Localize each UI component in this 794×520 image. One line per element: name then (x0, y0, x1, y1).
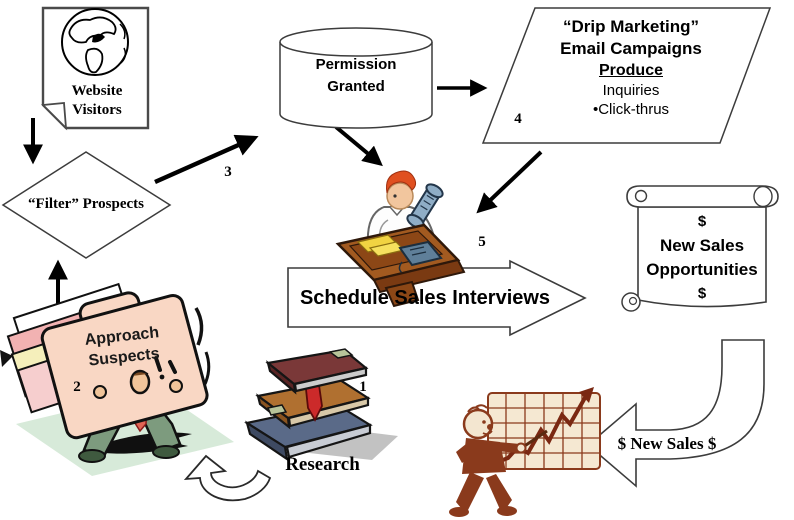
books-stack-icon (244, 348, 398, 462)
globe-icon (61, 8, 129, 76)
drip-line2: Email Campaigns (560, 39, 702, 58)
filter-prospects-diamond (1, 151, 172, 259)
drip-marketing-label: “Drip Marketing” Email Campaigns Produce… (518, 16, 744, 119)
permission-granted-line2: Granted (327, 78, 385, 95)
person-on-phone-icon (335, 170, 466, 308)
drip-line1: “Drip Marketing” (562, 17, 700, 36)
new-sales-scroll (621, 185, 779, 312)
scroll-dollar-top: $ (697, 213, 707, 230)
bent-arrow-new-sales (586, 339, 765, 488)
step-number-2: 2 (73, 379, 81, 395)
schedule-sales-interviews-label: Schedule Sales Interviews (299, 287, 551, 309)
scroll-dollar-bottom: $ (697, 285, 707, 302)
permission-granted-line1: Permission (315, 56, 397, 73)
scroll-line2: Opportunities (646, 260, 758, 279)
drip-line3: Produce (598, 62, 663, 79)
scroll-line1: New Sales (659, 236, 745, 255)
permission-granted-cylinder (279, 27, 433, 129)
arrow-drip-to-phone (476, 150, 543, 214)
new-sales-arrow-label: $ New Sales $ (617, 434, 717, 453)
man-pointing-at-chart-icon (449, 387, 601, 517)
research-label: Research (285, 454, 360, 475)
new-sales-opportunities-label: $ New Sales Opportunities $ (638, 210, 766, 306)
person-carrying-papers-icon (0, 282, 234, 476)
step-number-4: 4 (514, 111, 522, 127)
drip-line4: Inquiries (602, 82, 660, 99)
arrow-filter-to-permission (154, 134, 259, 185)
drip-marketing-parallelogram (481, 7, 772, 144)
website-visitors-label: Website Visitors (45, 82, 149, 120)
step-number-1: 1 (359, 379, 367, 395)
filter-prospects-label: “Filter” Prospects (28, 196, 144, 212)
step-number-5: 5 (478, 234, 486, 250)
permission-granted-label: Permission Granted (296, 54, 416, 98)
arrow-permission-to-phone (334, 125, 383, 167)
schedule-block-arrow (287, 259, 587, 337)
drip-line5: •Click-thrus (592, 101, 670, 118)
website-visitors-line1: Website (71, 83, 123, 99)
website-visitors-line2: Visitors (72, 102, 122, 118)
curved-loop-arrow (183, 454, 272, 502)
step-number-3: 3 (224, 164, 232, 180)
